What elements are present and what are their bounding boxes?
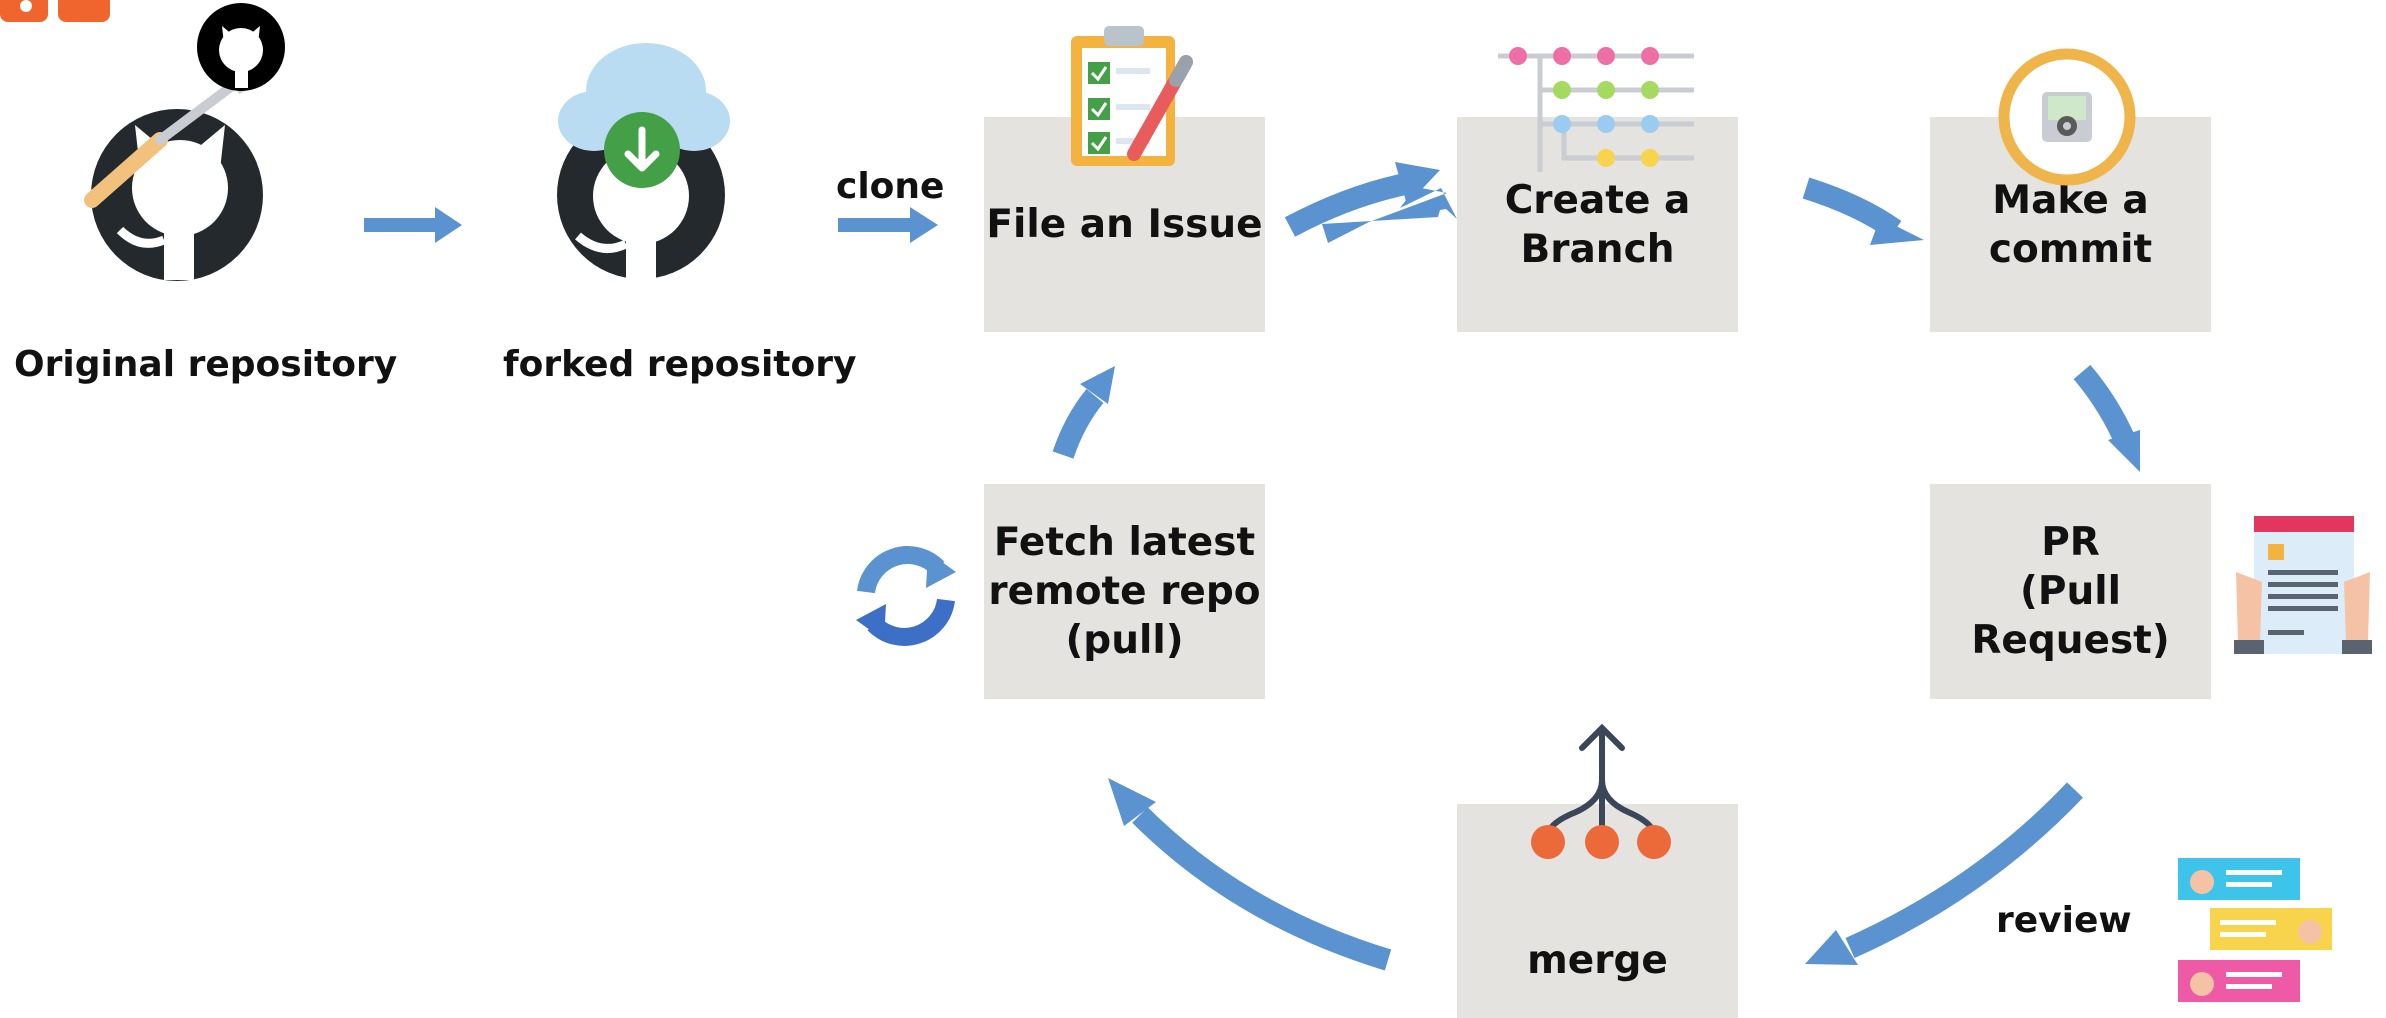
github-octocat-fork-icon <box>84 3 285 281</box>
arrow-to-branch <box>1322 187 1457 243</box>
github-cloud-download-icon <box>557 43 730 281</box>
forked-repository-label: forked repository <box>503 344 857 385</box>
merge-tree-icon <box>1531 723 1671 859</box>
step-label-merge: merge <box>1527 937 1668 983</box>
step-label-fetch-3: (pull) <box>1065 618 1184 663</box>
arrow-clone <box>838 207 938 243</box>
step-label-branch-1: Create a <box>1504 177 1691 223</box>
refresh-icon <box>856 546 956 646</box>
review-cards-icon <box>2178 858 2332 1002</box>
step-label-issue: File an Issue <box>986 202 1263 247</box>
arrow-review-to-merge <box>1845 782 2083 959</box>
step-label-pr-1: PR <box>2041 520 2100 565</box>
clone-label: clone <box>836 166 945 207</box>
arrow-commit-to-pr <box>2073 364 2138 450</box>
original-repository-label: Original repository <box>14 344 398 385</box>
clipboard-checklist-icon <box>1071 26 1193 166</box>
step-label-fetch-1: Fetch latest <box>993 520 1256 565</box>
arrow-merge-to-fetch <box>1132 807 1392 971</box>
document-hands-icon <box>2234 516 2372 654</box>
branch-graph-icon <box>1498 47 1694 172</box>
camera-icon <box>1998 48 2136 186</box>
arrow-issue-to-branch <box>1284 172 1413 237</box>
arrow-fetch-to-issue <box>1052 388 1104 459</box>
step-label-pr-2: (Pull Request) <box>1971 569 2170 663</box>
step-pull-request: PR(Pull Request) <box>1930 484 2211 699</box>
review-label: review <box>1996 900 2132 941</box>
step-label-commit-2: commit <box>1988 226 2153 272</box>
step-label-fetch-2: remote repo <box>988 569 1261 614</box>
arrow-original-to-forked <box>364 207 462 243</box>
step-label-branch-2: Branch <box>1520 226 1675 272</box>
brand-logo-icon <box>0 0 110 22</box>
